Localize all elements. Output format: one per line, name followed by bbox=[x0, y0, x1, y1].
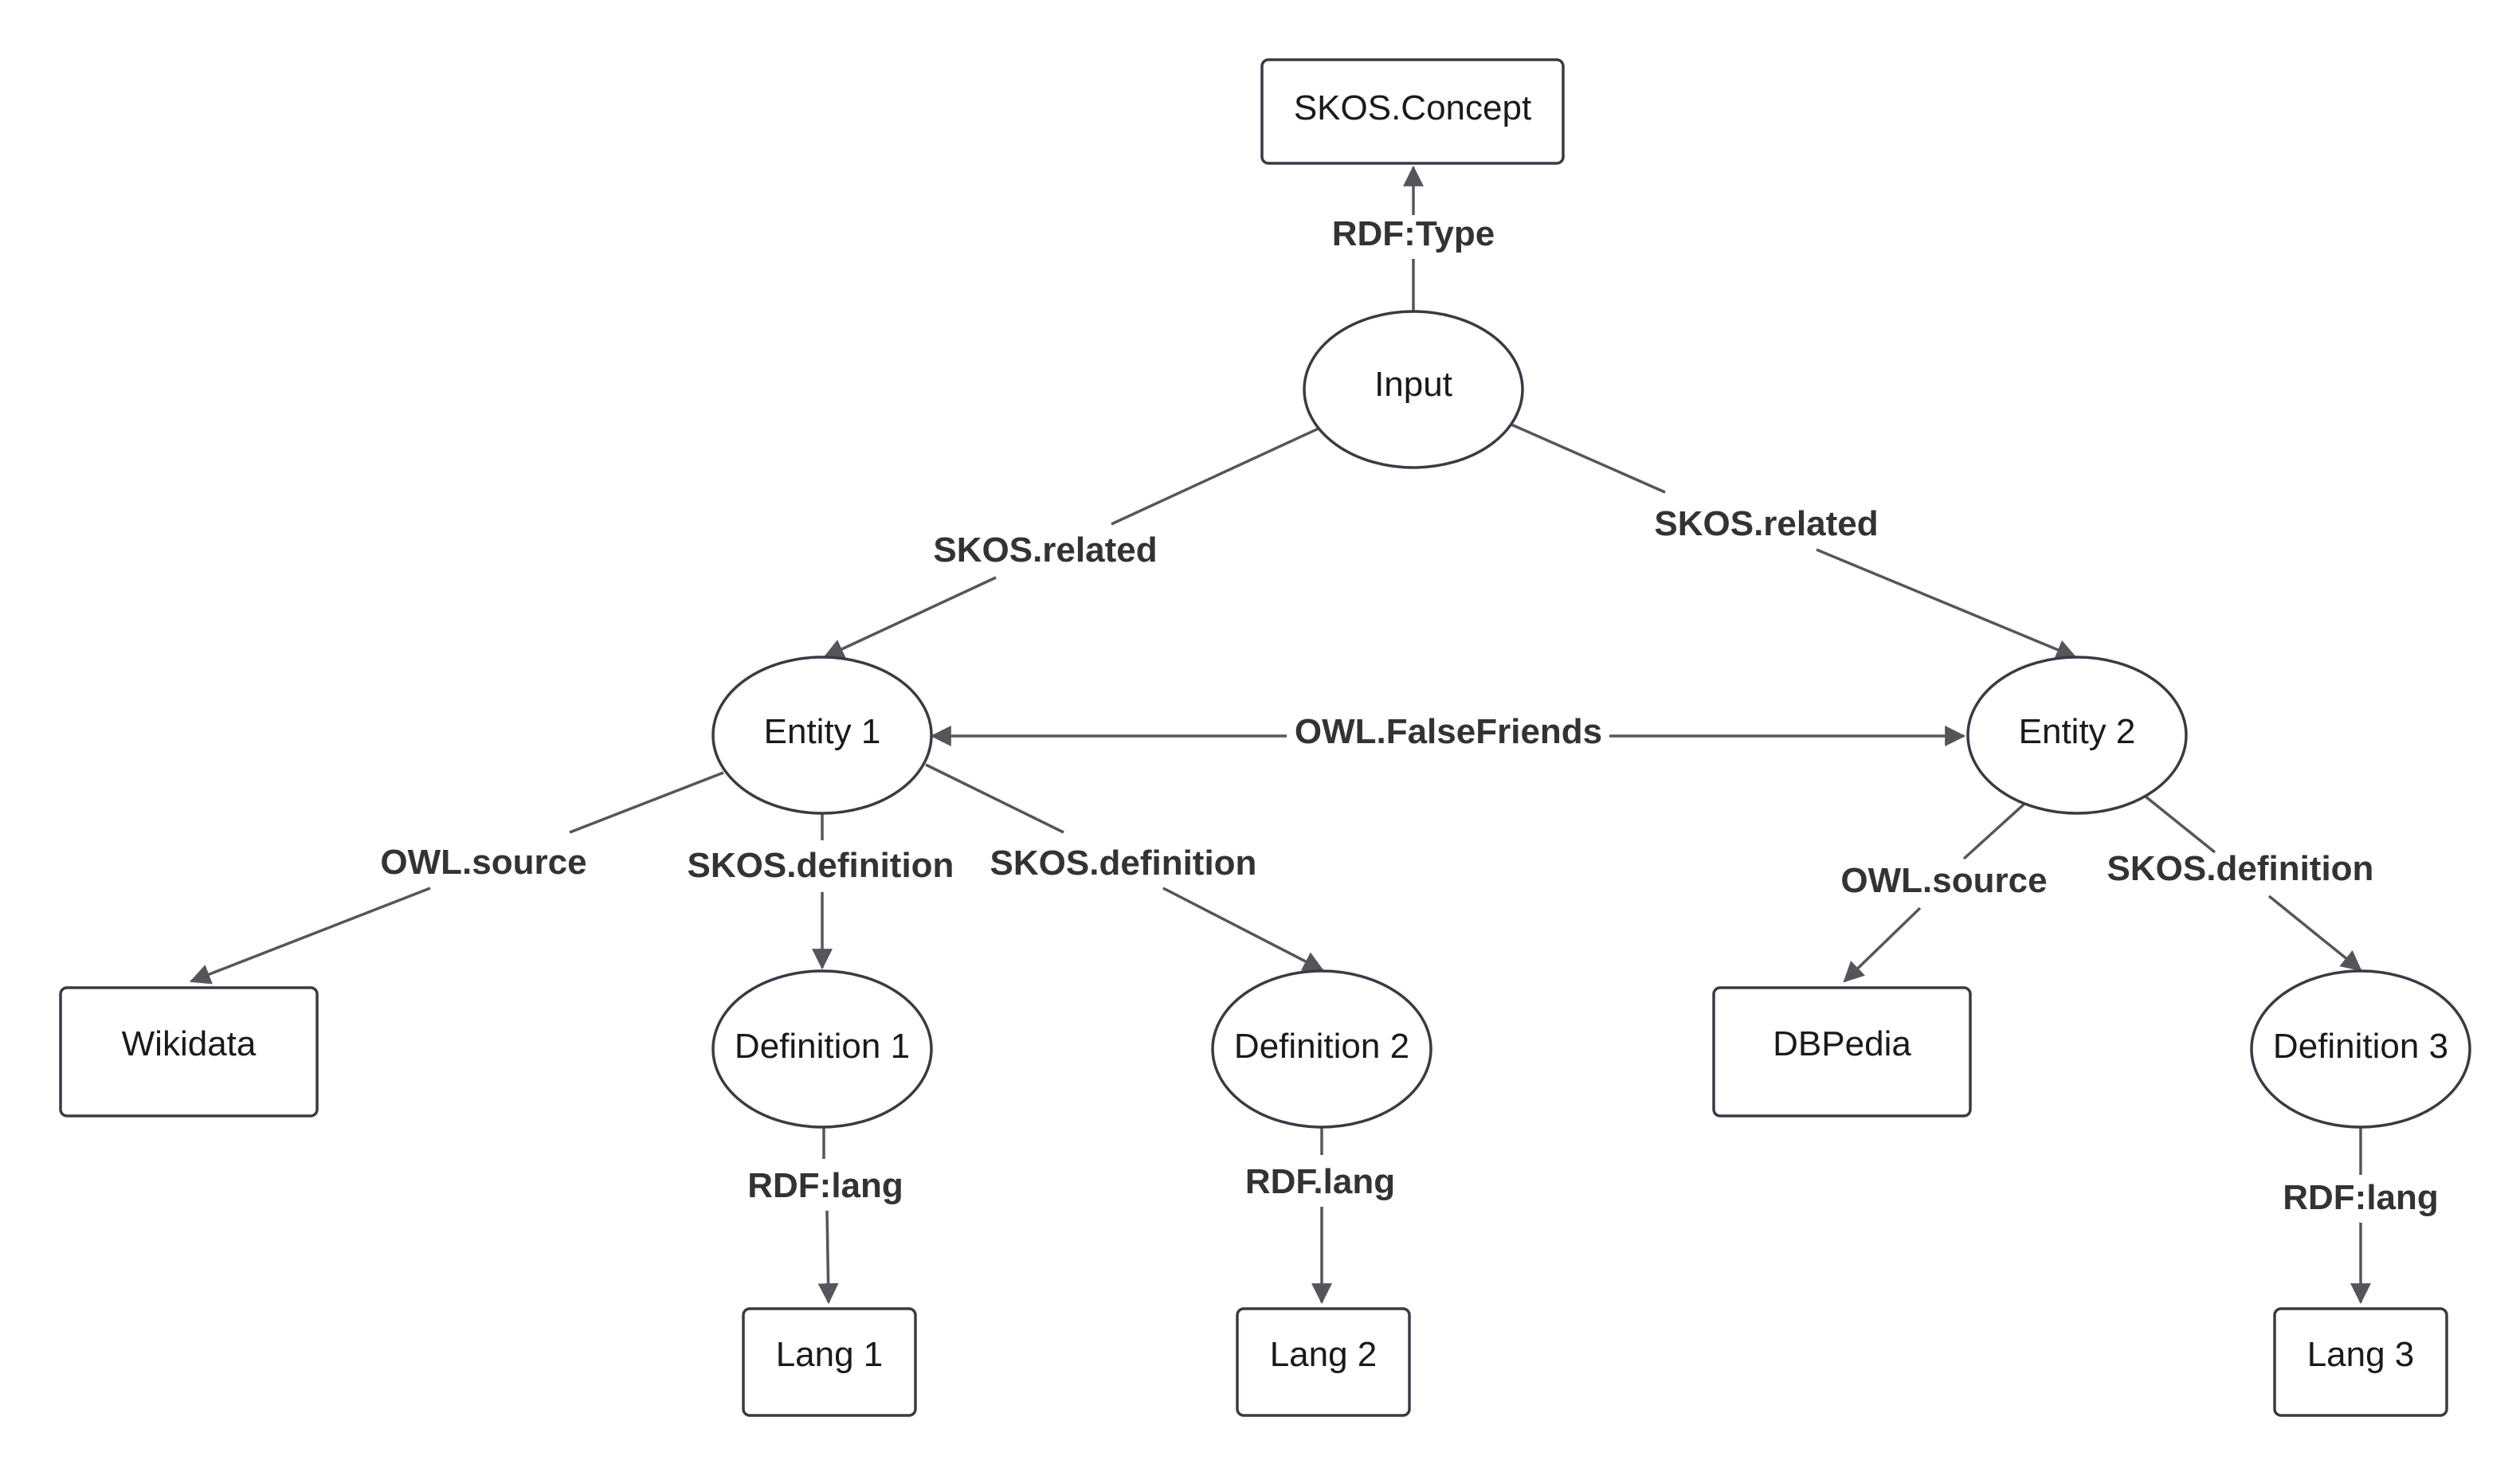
edge-entity1-def2 bbox=[925, 763, 1324, 972]
edge-label-def2-lang: RDF.lang bbox=[1245, 1162, 1395, 1201]
edge-label-def1-lang: RDF:lang bbox=[747, 1166, 903, 1205]
node-skos-concept: SKOS.Concept bbox=[1260, 58, 1565, 165]
node-label: SKOS.Concept bbox=[1294, 88, 1531, 127]
node-lang1: Lang 1 bbox=[742, 1307, 917, 1417]
node-definition1: Definition 1 bbox=[711, 969, 933, 1129]
node-entity2: Entity 2 bbox=[1966, 656, 2188, 815]
edge-label-entity1-def2: SKOS.definition bbox=[990, 844, 1257, 883]
edge-label-input-entity2: SKOS.related bbox=[1654, 504, 1878, 543]
node-label: DBPedia bbox=[1773, 1024, 1911, 1063]
edge-label-def3-lang: RDF:lang bbox=[2283, 1178, 2439, 1217]
edge-label-false-friends: OWL.FalseFriends bbox=[1295, 712, 1602, 751]
edge-entity1-source bbox=[189, 771, 724, 985]
edge-entity2-def3 bbox=[2144, 795, 2362, 972]
node-label: Input bbox=[1374, 365, 1452, 404]
node-label: Lang 1 bbox=[776, 1335, 884, 1374]
edge-input-entity2 bbox=[1511, 423, 2078, 660]
edge-label-entity2-def3: SKOS.definition bbox=[2107, 849, 2374, 888]
edge-label-input-entity1: SKOS.related bbox=[933, 530, 1157, 570]
edge-label-entity1-def1: SKOS.definition bbox=[688, 846, 954, 885]
edge-input-entity1 bbox=[823, 427, 1319, 659]
node-label: Wikidata bbox=[122, 1024, 257, 1063]
edge-label-entity1-source: OWL.source bbox=[380, 843, 586, 882]
node-label: Lang 3 bbox=[2307, 1335, 2415, 1374]
node-lang3: Lang 3 bbox=[2273, 1307, 2448, 1417]
node-input: Input bbox=[1303, 310, 1524, 469]
node-label: Lang 2 bbox=[1270, 1335, 1378, 1374]
edge-entity2-source bbox=[1843, 803, 2025, 983]
node-definition2: Definition 2 bbox=[1211, 969, 1432, 1129]
node-wikidata: Wikidata bbox=[59, 986, 319, 1118]
node-label: Entity 2 bbox=[2019, 712, 2136, 751]
node-label: Definition 1 bbox=[735, 1027, 910, 1066]
edge-def1-lang bbox=[817, 1126, 839, 1305]
node-entity1: Entity 1 bbox=[711, 656, 933, 815]
node-label: Definition 2 bbox=[1234, 1027, 1409, 1066]
node-definition3: Definition 3 bbox=[2250, 969, 2471, 1129]
node-label: Entity 1 bbox=[764, 712, 881, 751]
node-label: Definition 3 bbox=[2273, 1027, 2448, 1066]
node-dbpedia: DBPedia bbox=[1712, 986, 1972, 1118]
edge-label-input-type: RDF:Type bbox=[1332, 214, 1495, 253]
edge-label-entity2-source: OWL.source bbox=[1840, 861, 2047, 900]
node-lang2: Lang 2 bbox=[1236, 1307, 1411, 1417]
